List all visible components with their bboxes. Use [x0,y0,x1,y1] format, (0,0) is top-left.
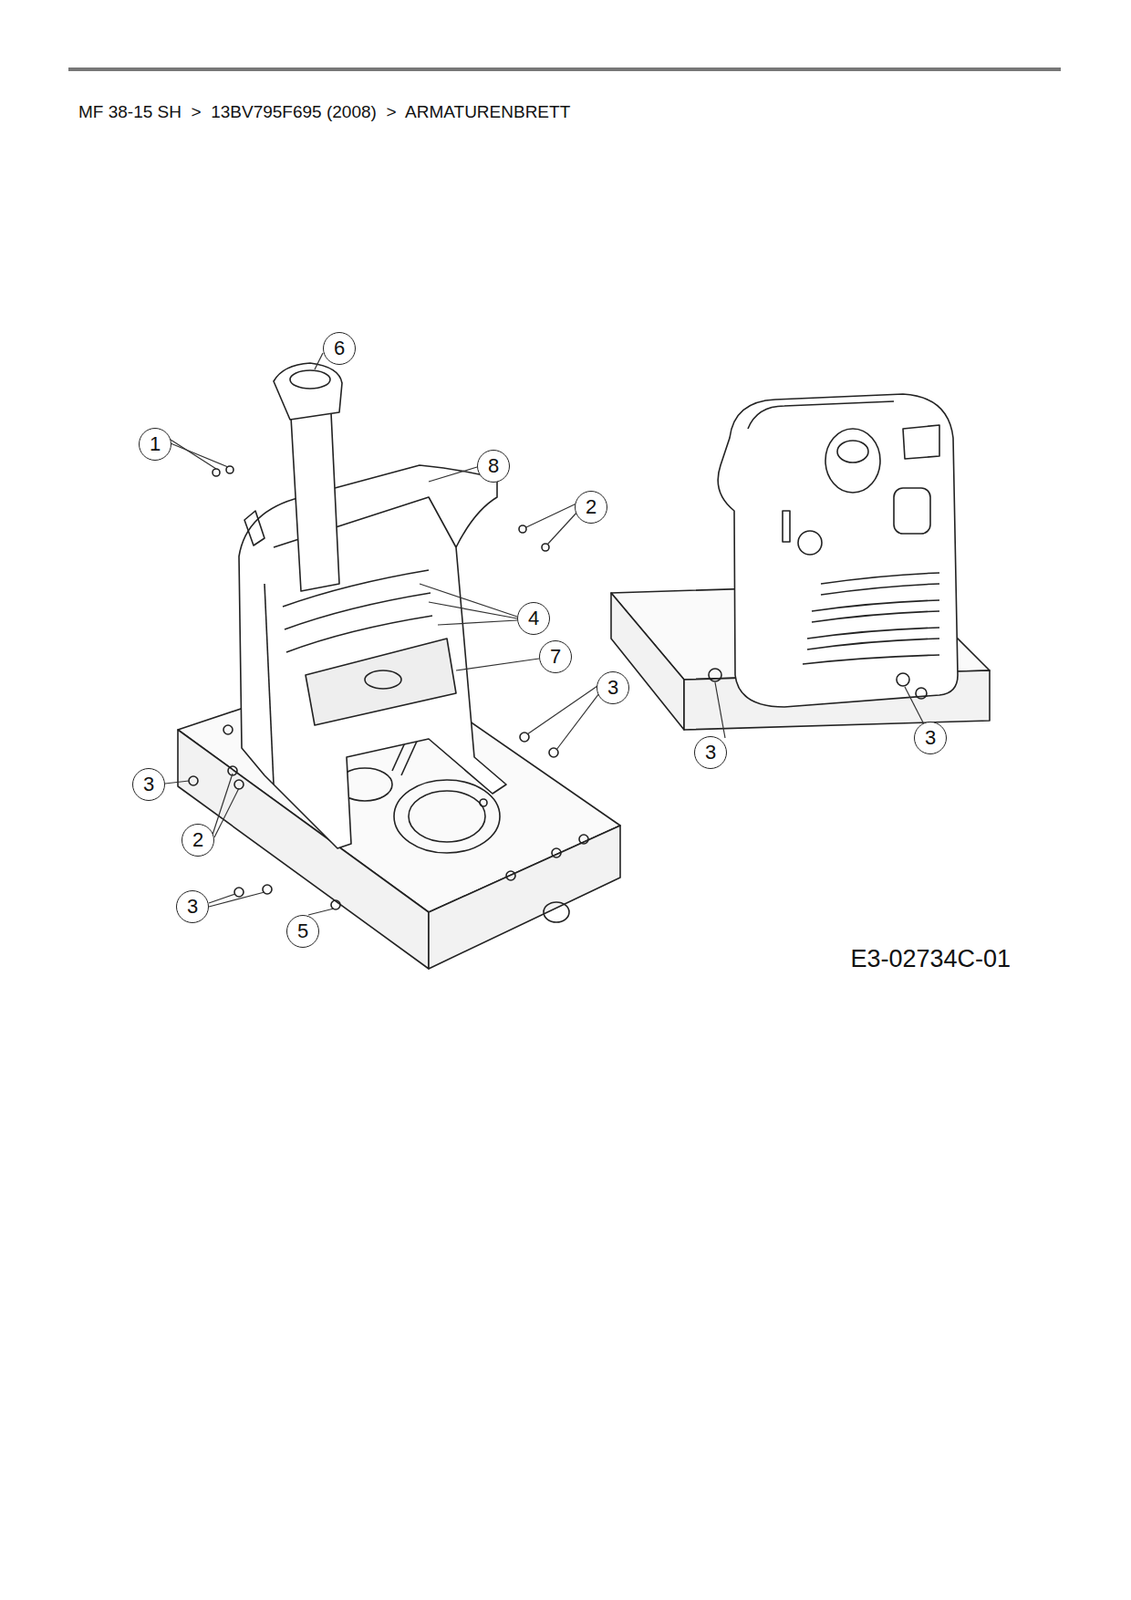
callout-number: 3 [132,767,166,801]
callout-number: 3 [176,890,209,924]
left-assembly [177,363,621,969]
callout-number: 3 [694,736,727,769]
callout-number: 3 [913,721,947,755]
drawing-number: E3-02734C-01 [850,944,1011,974]
callout-number: 5 [286,914,320,948]
callout-number: 2 [574,490,608,524]
callout-number: 4 [517,601,550,635]
callout-number: 2 [181,823,215,857]
callout-number: 6 [322,332,356,365]
leader-lines [165,352,924,915]
callout-number: 1 [138,427,172,461]
right-assembly [611,394,990,730]
callout-number: 8 [477,449,510,483]
breadcrumb-title: MF 38-15 SH > 13BV795F695 (2008) > ARMAT… [78,102,571,123]
callout-number: 7 [539,640,572,674]
header-rule [68,67,1061,72]
callout-number: 3 [596,671,630,705]
